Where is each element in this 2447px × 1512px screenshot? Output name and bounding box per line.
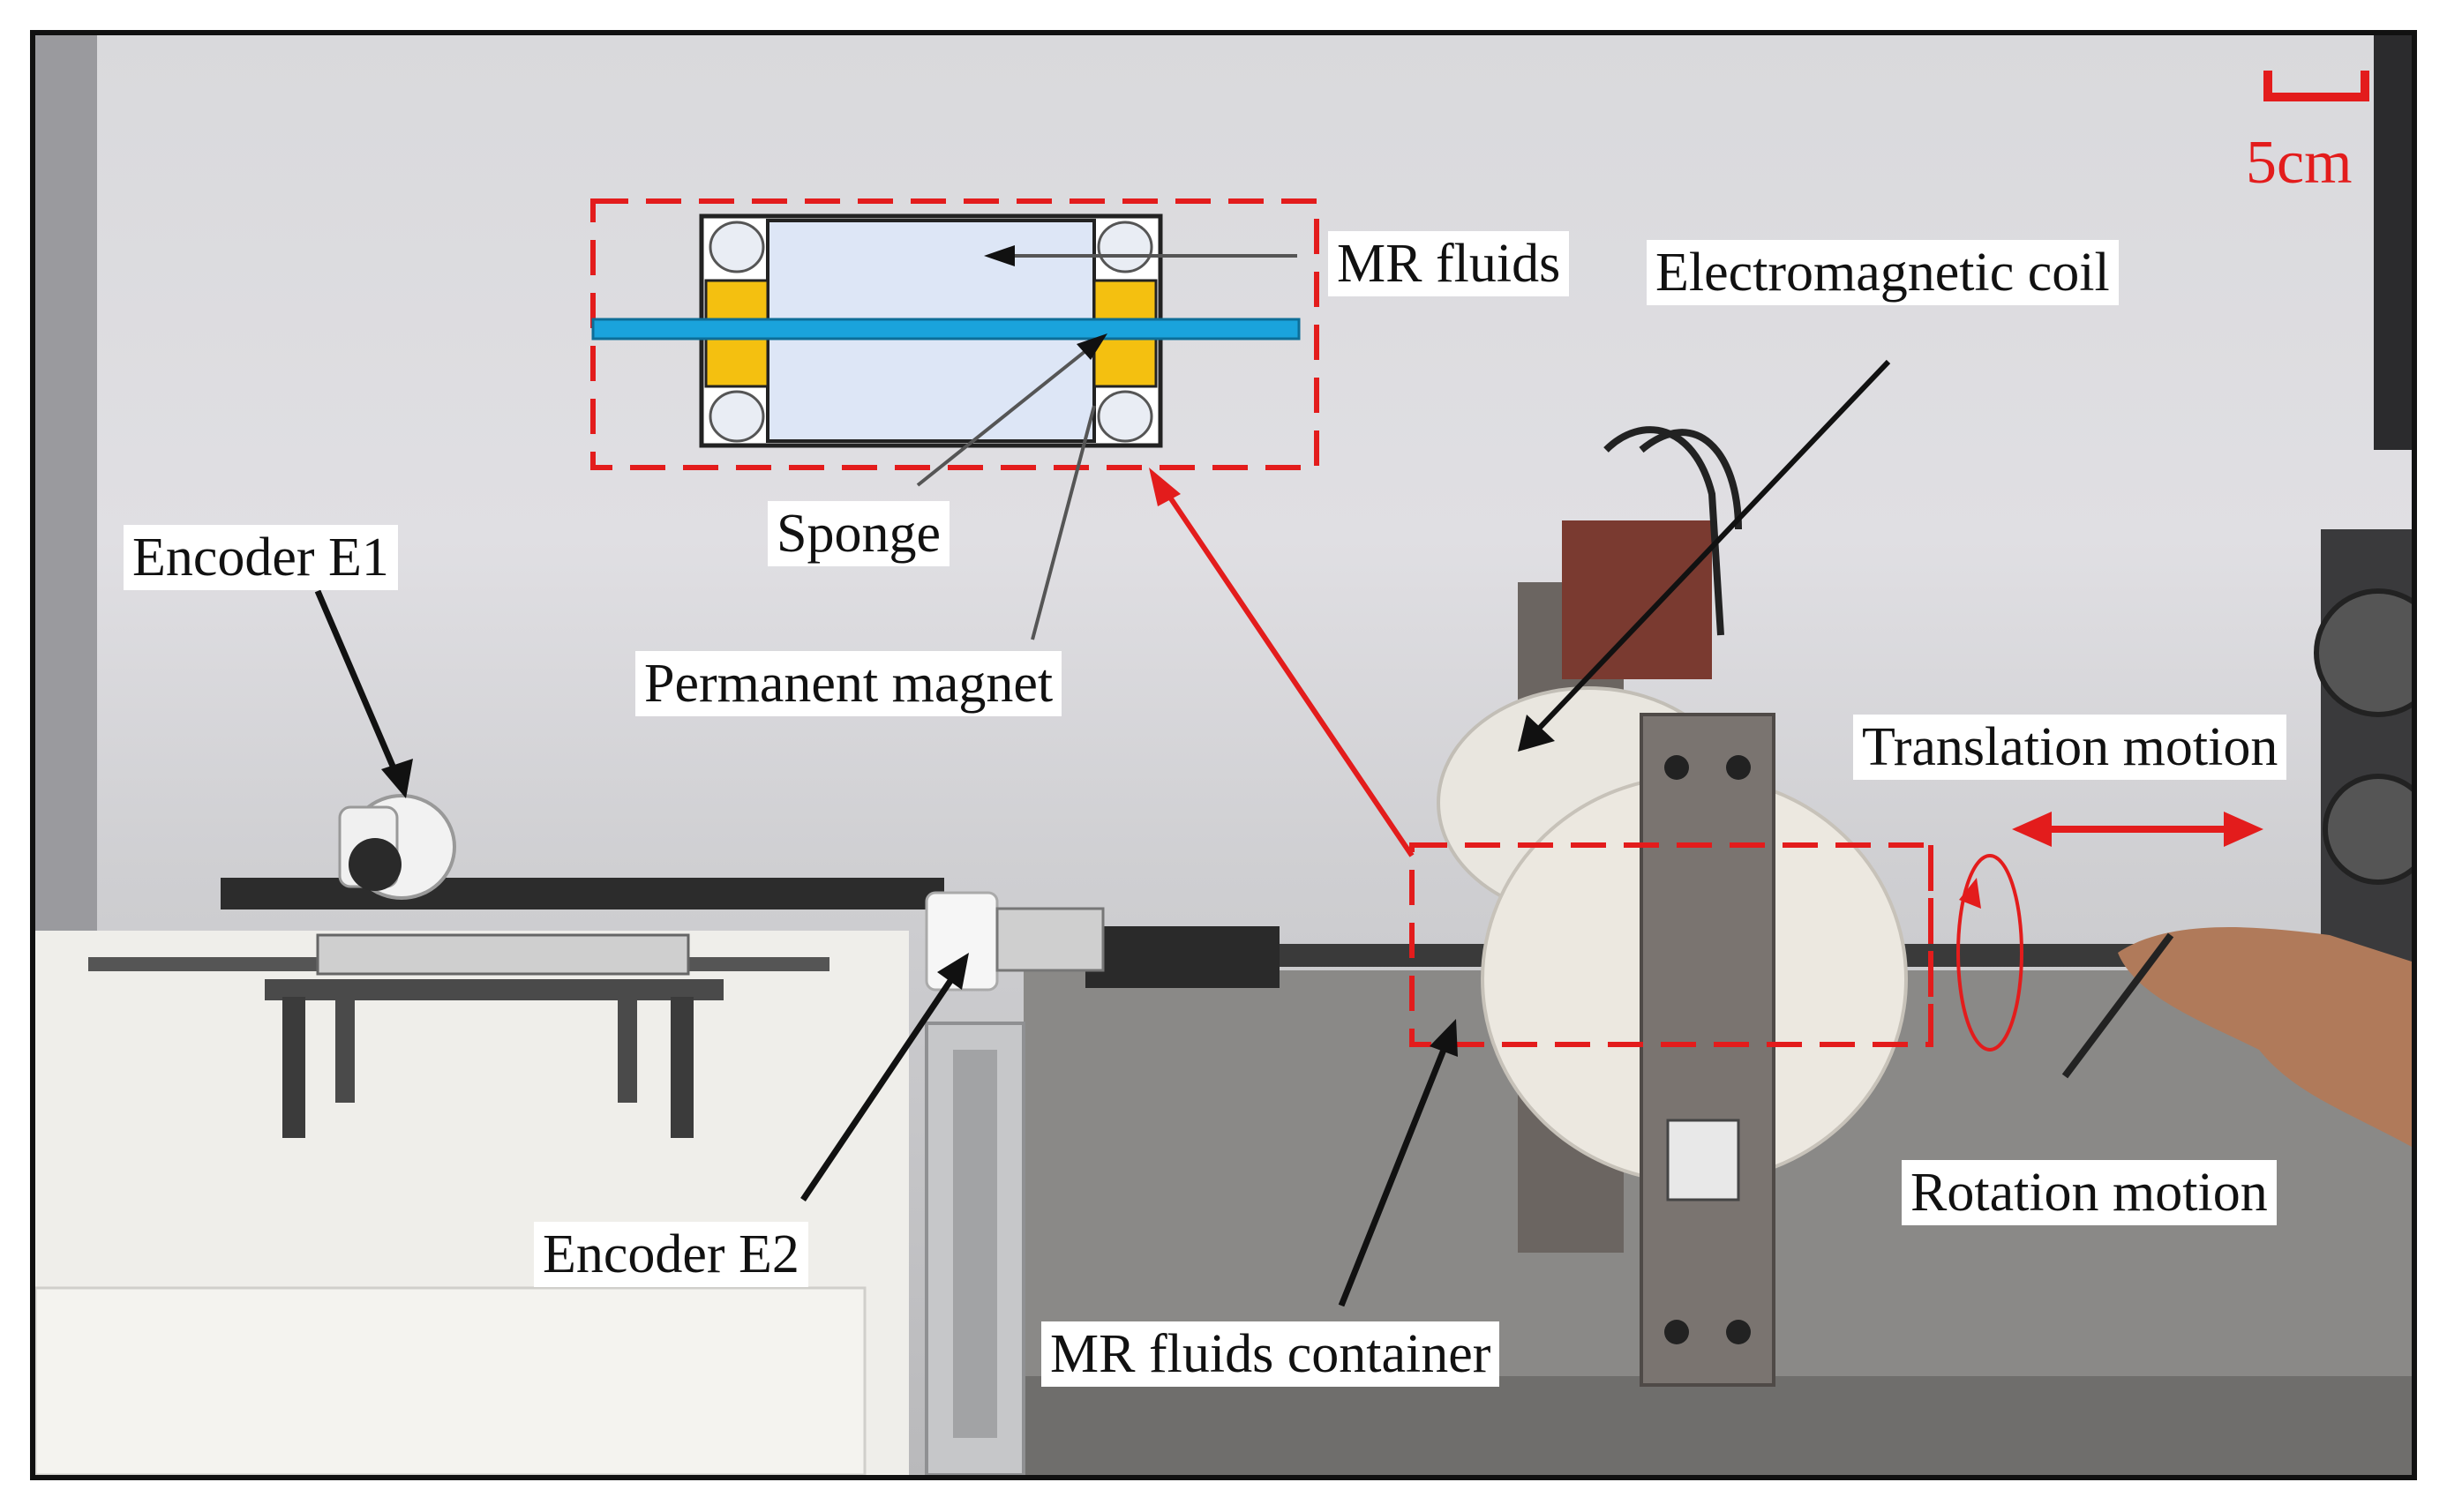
coil-frame-front [1640,713,1775,1387]
photo-frame: 5cm MR fluids Electromagnetic coil Spong… [30,30,2417,1480]
pointer-sponge [916,342,1096,487]
label-mr-fluids-container: MR fluids container [1041,1321,1500,1387]
pointer-container [1338,1039,1451,1307]
label-permanent-magnet: Permanent magnet [635,651,1062,716]
scale-bar-label: 5cm [2246,129,2353,197]
label-rotation-motion: Rotation motion [1902,1160,2277,1225]
label-encoder-e1: Encoder E1 [124,525,398,590]
timing-belt [221,878,944,909]
hand [2118,927,2412,1147]
container-highlight-box [1409,842,1933,1047]
rotation-arrow [1956,854,2023,1052]
label-encoder-e2: Encoder E2 [534,1222,808,1287]
wire-block [1562,520,1712,679]
label-electromagnetic-coil: Electromagnetic coil [1647,240,2119,305]
left-wall-edge [35,35,97,953]
link-arrow [1162,488,1415,857]
inset-shaft [591,318,1301,341]
right-top-panel [2374,35,2412,450]
carriage-plate [265,979,724,1000]
inset-box [590,198,1319,470]
label-translation-motion: Translation motion [1853,715,2287,780]
scale-bar [2263,71,2369,101]
pointer-e1 [314,589,401,778]
apparatus-photo [35,35,2412,1475]
pointer-e2 [800,969,960,1201]
label-mr-fluids: MR fluids [1328,231,1570,296]
label-sponge: Sponge [768,501,950,566]
pointer-magnet [1031,405,1096,640]
pointer-coil [1533,359,1891,735]
fan-grille [2314,588,2412,717]
